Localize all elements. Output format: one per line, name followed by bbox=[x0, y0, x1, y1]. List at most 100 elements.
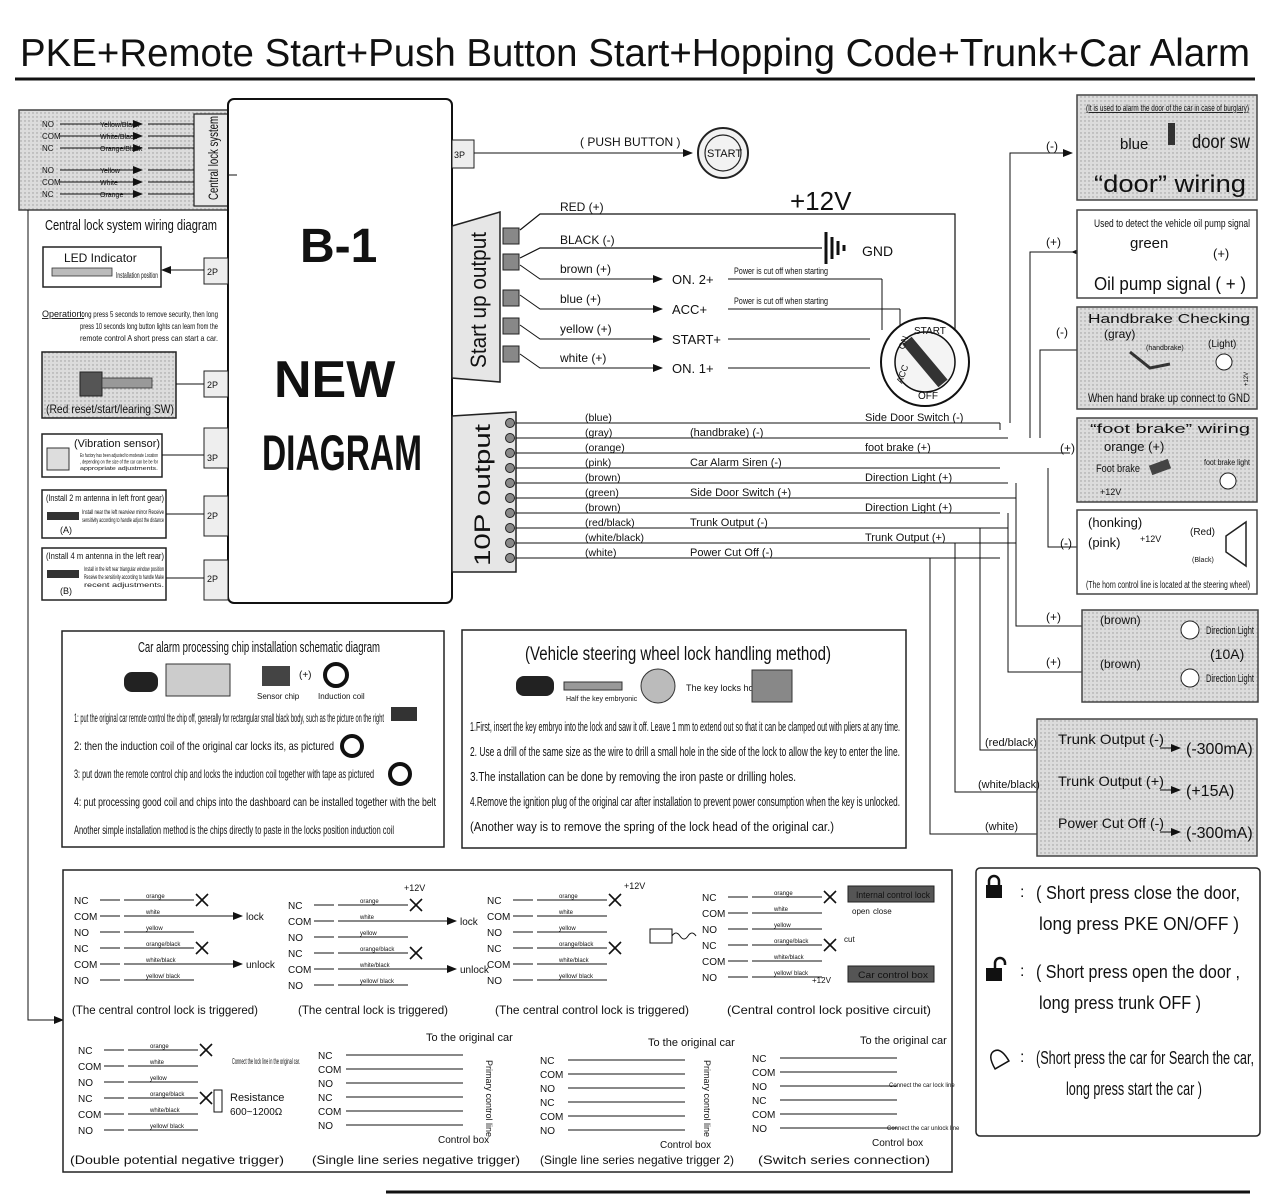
chip-instruction: 1: put the original car remote control t… bbox=[74, 711, 384, 725]
lock-diagram-caption: (Single line series negative trigger) bbox=[312, 1153, 520, 1167]
terminal-label: NO bbox=[702, 925, 717, 936]
terminal-label: COM bbox=[288, 965, 311, 976]
terminal-label: COM bbox=[540, 1112, 563, 1123]
lock-diagram-caption: (Central control lock positive circuit) bbox=[727, 1003, 931, 1017]
wire-label: yellow bbox=[774, 923, 791, 929]
oil-plus: (+) bbox=[1213, 246, 1229, 261]
wire-label: orange bbox=[360, 899, 379, 905]
reset-switch: (Red reset/start/learing SW) bbox=[41, 351, 177, 419]
tenp-wire-color: (white/black) bbox=[585, 532, 644, 544]
tenp-wire-mid: Car Alarm Siren (-) bbox=[690, 457, 782, 469]
red-wire bbox=[519, 213, 956, 330]
chip-instruction: 2: then the induction coil of the origin… bbox=[74, 739, 334, 753]
switch-connector-label: 2P bbox=[207, 380, 218, 390]
led-sub: Installation position bbox=[116, 271, 158, 280]
door-blue: blue bbox=[1120, 136, 1148, 153]
vibration-line: appropriate adjustments. bbox=[80, 466, 159, 472]
tenp-pin bbox=[505, 523, 515, 533]
wire-label: white/black bbox=[558, 958, 590, 964]
central-lock-wire: Orange/Black bbox=[100, 146, 143, 153]
startup-note: Power is cut off when starting bbox=[734, 296, 828, 306]
horn-red: (Red) bbox=[1190, 527, 1215, 538]
central-lock-term: NO bbox=[42, 120, 54, 129]
vibration-title: (Vibration sensor) bbox=[74, 438, 160, 450]
central-lock-wire: Yellow bbox=[100, 168, 121, 175]
footbrake-fb: Foot brake bbox=[1096, 463, 1140, 475]
unlock-label: unlock bbox=[460, 965, 490, 976]
tenp-output-connector: 10P output bbox=[451, 411, 517, 573]
tenp-wire-right: foot brake (+) bbox=[865, 442, 931, 454]
central-lock-wire: White/Black bbox=[100, 134, 137, 141]
direction-brown-2: (brown) bbox=[1100, 657, 1141, 671]
oil-panel: Used to detect the vehicle oil pump sign… bbox=[1046, 209, 1258, 299]
central-lock-term: NC bbox=[42, 144, 54, 153]
key-hole-label: The key locks hole bbox=[686, 683, 761, 693]
tenp-pin bbox=[505, 478, 515, 488]
tenp-wire-color: (pink) bbox=[585, 457, 611, 469]
handbrake-panel: Handbrake Checking (gray) (handbrake) (L… bbox=[1056, 306, 1258, 410]
trunk-wire-color: (red/black) bbox=[985, 737, 1037, 749]
switch-icon bbox=[79, 371, 103, 397]
startup-output-label: Start up output bbox=[466, 232, 491, 368]
antenna-a-line: sensitivity according to handle adjust t… bbox=[82, 518, 164, 524]
tenp-wire-color: (orange) bbox=[585, 442, 625, 454]
steering-lock-box: (Vehicle steering wheel lock handling me… bbox=[461, 629, 907, 849]
trunk-wire-color: (white/black) bbox=[978, 779, 1040, 791]
internal-lock-box bbox=[847, 885, 935, 903]
central-lock-vertical-label: Central lock system bbox=[205, 116, 221, 200]
terminal-label: COM bbox=[540, 1070, 563, 1081]
bottom-feed-line bbox=[27, 210, 64, 1024]
route-trunk1 bbox=[979, 528, 1050, 751]
direction-brown-1: (brown) bbox=[1100, 613, 1141, 627]
tenp-wire-color: (green) bbox=[585, 487, 619, 499]
led-indicator: LED Indicator Installation position bbox=[42, 246, 162, 288]
central-lock-term: NO bbox=[42, 166, 54, 175]
scissors-icon bbox=[199, 1043, 213, 1057]
route-dir1 bbox=[1015, 483, 1110, 627]
legend-box: :( Short press close the door,long press… bbox=[975, 867, 1261, 1137]
open-label: open bbox=[852, 907, 870, 916]
control-box-label: Control box bbox=[872, 1138, 923, 1149]
oil-note: Used to detect the vehicle oil pump sign… bbox=[1094, 218, 1250, 230]
antenna-b-tag: (B) bbox=[60, 586, 72, 596]
direction-sign-2: (+) bbox=[1046, 655, 1061, 669]
wire-label: white/black bbox=[773, 955, 805, 961]
wire-label: white/black bbox=[359, 963, 391, 969]
terminal-label: NC bbox=[487, 944, 501, 955]
route-dir2 bbox=[1007, 513, 1110, 673]
to-original-car: To the original car bbox=[426, 1032, 513, 1044]
direction-sign-1: (+) bbox=[1046, 610, 1061, 624]
route-handbrake bbox=[1039, 349, 1080, 438]
operation-line: long press 5 seconds to remove security,… bbox=[80, 309, 218, 319]
tenp-pin bbox=[505, 493, 515, 503]
terminal-label: NO bbox=[752, 1124, 767, 1135]
antenna-b-connector-label: 2P bbox=[207, 574, 218, 584]
terminal-label: NC bbox=[318, 1093, 332, 1104]
gnd-label: GND bbox=[862, 243, 893, 259]
wire-label: yellow/ black bbox=[559, 974, 594, 980]
terminal-label: NO bbox=[288, 981, 303, 992]
direction-light-1: Direction Light bbox=[1206, 625, 1254, 637]
plus12-label: +12V bbox=[790, 186, 852, 216]
horn-icon bbox=[1225, 520, 1247, 568]
sensor-chip-label: Sensor chip bbox=[257, 692, 300, 701]
steering-instruction: 4.Remove the ignition plug of the origin… bbox=[470, 795, 900, 809]
tenp-wire-mid: Power Cut Off (-) bbox=[690, 547, 773, 559]
central-lock-wire: White bbox=[100, 180, 118, 187]
footbrake-orange: orange (+) bbox=[1104, 439, 1164, 454]
direction-panel: (brown) (brown) Direction Light (10A) Di… bbox=[1046, 609, 1259, 703]
lock-diagram-caption: (Switch series connection) bbox=[758, 1153, 930, 1167]
control-box-label: Control box bbox=[660, 1140, 711, 1151]
lock-closed-icon bbox=[986, 874, 1002, 898]
horn-sign: (-) bbox=[1060, 536, 1072, 550]
terminal-label: NO bbox=[540, 1084, 555, 1095]
handbrake-voltage: +12V bbox=[1244, 372, 1250, 386]
tenp-pin bbox=[505, 448, 515, 458]
chip-plus: (+) bbox=[299, 670, 312, 681]
handbrake-light-icon bbox=[1215, 353, 1233, 371]
scissors-icon bbox=[199, 1091, 213, 1105]
antenna-a-tag: (A) bbox=[60, 525, 72, 535]
footbrake-light-icon bbox=[1219, 472, 1237, 490]
legend-colon: : bbox=[1020, 1049, 1024, 1066]
startup-pin bbox=[502, 227, 520, 245]
